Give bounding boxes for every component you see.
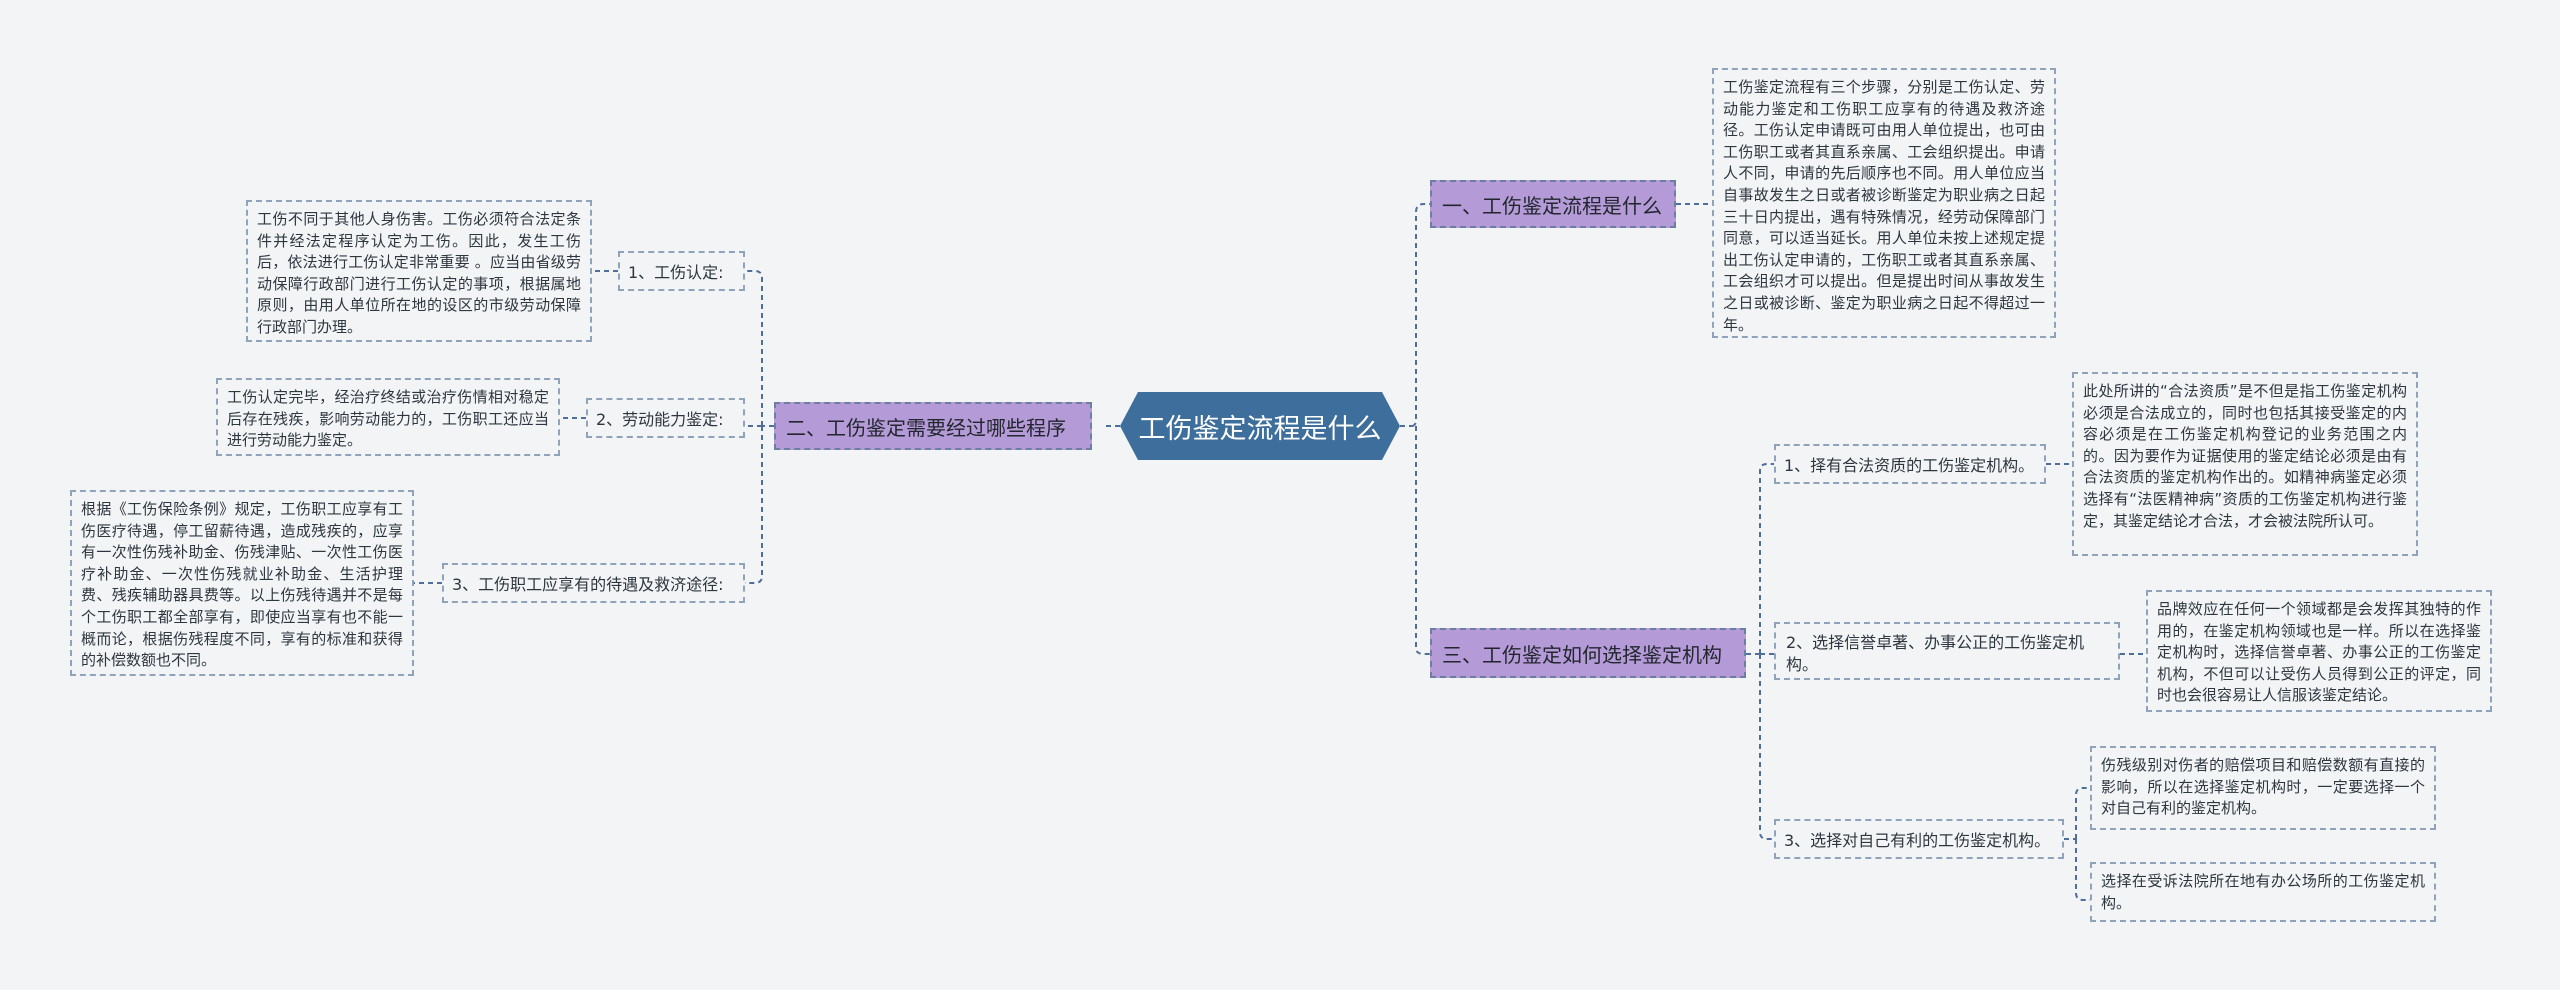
branch-3-item-3-detail-2: 选择在受诉法院所在地有办公场所的工伤鉴定机构。 — [2090, 862, 2436, 922]
branch-2-item-3-detail: 根据《工伤保险条例》规定，工伤职工应享有工伤医疗待遇，停工留薪待遇，造成残疾的，… — [70, 490, 414, 676]
branch-2-item-2-detail: 工伤认定完毕，经治疗终结或治疗伤情相对稳定后存在残疾，影响劳动能力的，工伤职工还… — [216, 378, 560, 456]
branch-3-item-2-detail: 品牌效应在任何一个领域都是会发挥其独特的作用的，在鉴定机构领域也是一样。所以在选… — [2146, 590, 2492, 712]
branch-2-item-2[interactable]: 2、劳动能力鉴定: — [586, 398, 745, 438]
branch-1-title[interactable]: 一、工伤鉴定流程是什么 — [1430, 180, 1676, 228]
branch-2-item-3[interactable]: 3、工伤职工应享有的待遇及救济途径: — [442, 563, 745, 603]
branch-3-item-3-detail-1: 伤残级别对伤者的赔偿项目和赔偿数额有直接的影响，所以在选择鉴定机构时，一定要选择… — [2090, 746, 2436, 830]
branch-2-item-1[interactable]: 1、工伤认定: — [618, 251, 745, 291]
central-topic[interactable]: 工伤鉴定流程是什么 — [1120, 392, 1400, 460]
branch-2-title[interactable]: 二、工伤鉴定需要经过哪些程序 — [774, 402, 1092, 450]
branch-3-item-1[interactable]: 1、择有合法资质的工伤鉴定机构。 — [1774, 444, 2046, 484]
branch-2-item-1-detail: 工伤不同于其他人身伤害。工伤必须符合法定条件并经法定程序认定为工伤。因此，发生工… — [246, 200, 592, 342]
branch-3-item-3[interactable]: 3、选择对自己有利的工伤鉴定机构。 — [1774, 819, 2064, 859]
branch-3-item-1-detail: 此处所讲的“合法资质”是不但是指工伤鉴定机构必须是合法成立的，同时也包括其接受鉴… — [2072, 372, 2418, 556]
branch-3-title[interactable]: 三、工伤鉴定如何选择鉴定机构 — [1430, 628, 1746, 678]
branch-1-detail: 工伤鉴定流程有三个步骤，分别是工伤认定、劳动能力鉴定和工伤职工应享有的待遇及救济… — [1712, 68, 2056, 338]
branch-3-item-2[interactable]: 2、选择信誉卓著、办事公正的工伤鉴定机构。 — [1774, 622, 2120, 680]
